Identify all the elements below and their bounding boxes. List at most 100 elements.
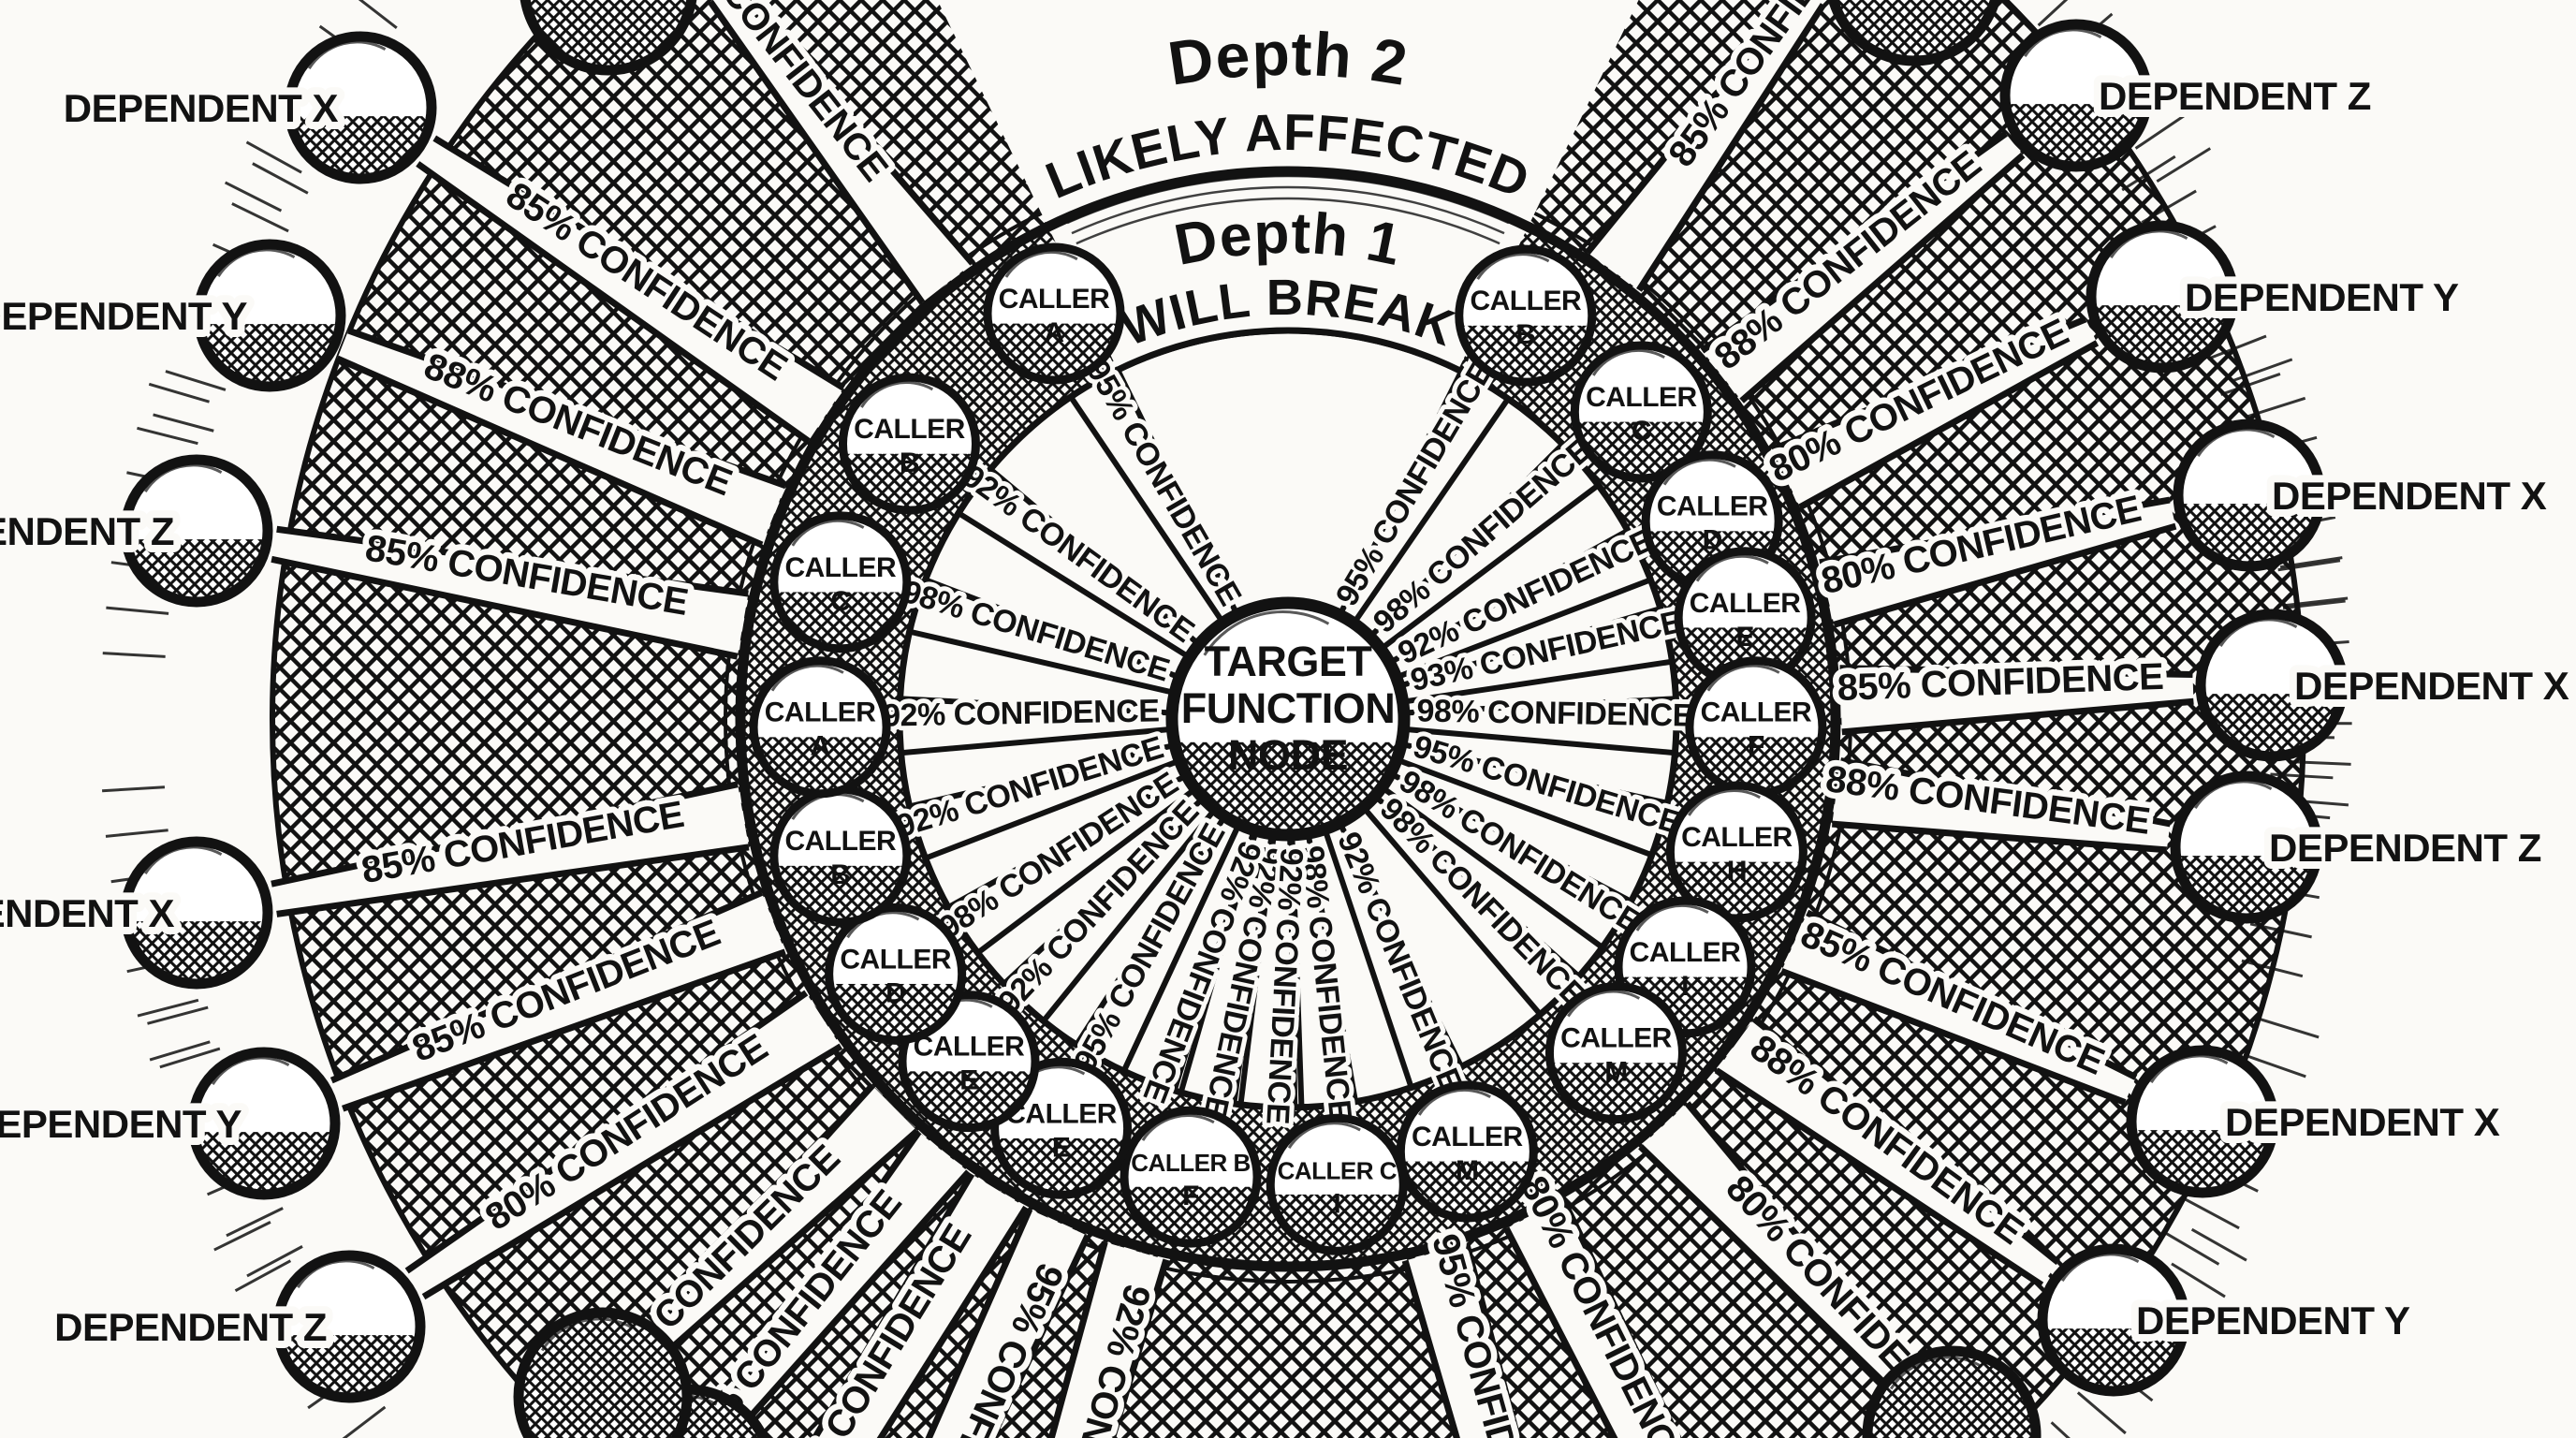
outer-confidence-spokes [271,0,2194,1438]
confidence-spoke [1121,813,1261,1091]
depth2-title: Depth 2 [1164,19,1412,98]
edge-node [520,0,697,76]
confidence-spoke [708,0,975,305]
caller-letter: B [830,859,850,890]
confidence-spoke [1003,788,1224,1022]
dependent-node: DEPENDENT X [2173,418,2554,572]
confidence-spoke [1384,739,1667,858]
caller-letter: I [1333,1188,1340,1219]
confidence-spoke-label: 92% CONFIDENCE [883,693,1160,733]
dependent-label: DEPENDENT Z [2099,74,2371,118]
caller-label: CALLER [1681,822,1793,853]
caller-label: CALLER [1470,286,1581,316]
dependent-node: DEPENDENT X [2126,1045,2508,1198]
caller-label: CALLER [784,552,896,583]
dependent-node: DEPENDENT X [56,31,437,184]
dependent-node: DEPENDENT Z [47,1250,426,1403]
caller-node: CALLER BF [1120,1106,1262,1248]
caller-label: CALLER [1690,588,1801,619]
caller-letter: F [1748,731,1764,762]
dependent-node: DEPENDENT X [0,836,273,990]
dependent-label: DEPENDENT Z [0,509,174,553]
confidence-spoke [1700,130,2026,404]
confidence-spoke [1401,1242,1522,1438]
confidence-spoke [647,1083,920,1354]
caller-label: CALLER [784,826,896,857]
confidence-spoke-label: 98% CONFIDENCE [1416,693,1693,733]
edge-node [1862,1345,2042,1438]
confidence-spoke [1771,315,2100,510]
dependent-label: DEPENDENT Z [2269,826,2541,870]
caller-label: CALLER [1412,1122,1523,1152]
dependent-node: DEPENDENT Y [2086,220,2466,374]
caller-letter: B [1515,319,1535,350]
caller-letter: E [1052,1132,1071,1163]
target-function-label: NODE [1228,731,1348,779]
caller-letter: M [1456,1155,1479,1186]
confidence-spoke [909,577,1192,698]
caller-letter: B [900,448,919,478]
caller-label: CALLER [1630,937,1741,968]
dependent-node: DEPENDENT Y [0,239,346,392]
dependent-node: DEPENDENT Y [2037,1243,2418,1397]
confidence-spoke [1714,1016,2060,1288]
caller-letter: D [886,977,905,1008]
caller-label: CALLER [914,1032,1025,1063]
dependent-label: DEPENDENT Y [0,1102,242,1146]
confidence-spoke [1503,1198,1682,1438]
confidence-spoke [724,1130,972,1423]
target-function-label: FUNCTION [1181,684,1395,732]
caller-letter: E [1735,622,1754,653]
caller-label: CALLER C [1278,1156,1398,1184]
confidence-spoke [1332,371,1510,635]
caller-label: CALLER [765,697,876,728]
dependent-label: DEPENDENT X [64,86,339,130]
caller-letter: C [830,586,850,617]
confidence-spoke [271,781,750,917]
confidence-spoke [271,525,749,660]
confidence-spoke [1832,757,2172,854]
confidence-spoke [958,467,1210,667]
inner-confidence-spokes [900,369,1676,1107]
confidence-spoke [1370,765,1632,949]
dependent-label: DEPENDENT Y [0,294,247,338]
dependent-label: DEPENDENT X [2225,1100,2500,1144]
dependent-label: DEPENDENT Y [2185,275,2459,319]
depth1-title: Depth 1 [1169,201,1407,278]
dependent-node: DEPENDENT Y [0,1047,341,1200]
confidence-spoke [329,889,786,1112]
caller-letter: H [1727,856,1747,887]
caller-label: CALLER [854,414,965,445]
confidence-spoke [416,135,846,445]
confidence-spoke [1318,811,1464,1088]
caller-letter: M [1604,1057,1628,1088]
caller-letter: E [959,1065,978,1096]
caller-letter: D [1703,525,1722,556]
confidence-spoke [1237,822,1298,1107]
caller-label: CALLER [1701,697,1812,728]
confidence-spoke [947,767,1207,955]
caller-label: CALLER [1560,1023,1672,1054]
dependent-node: DEPENDENT Z [2170,770,2549,924]
confidence-spoke [900,696,1184,756]
target-function-label: TARGET [1205,638,1372,685]
caller-label: CALLER [840,944,951,975]
dependent-label: DEPENDENT X [2294,664,2569,708]
confidence-spoke [811,1172,1030,1438]
caller-label: CALLER B [1131,1149,1250,1177]
confidence-spoke [404,990,843,1300]
caller-node: CALLER C I [1266,1113,1408,1255]
edge-node [513,1307,693,1438]
